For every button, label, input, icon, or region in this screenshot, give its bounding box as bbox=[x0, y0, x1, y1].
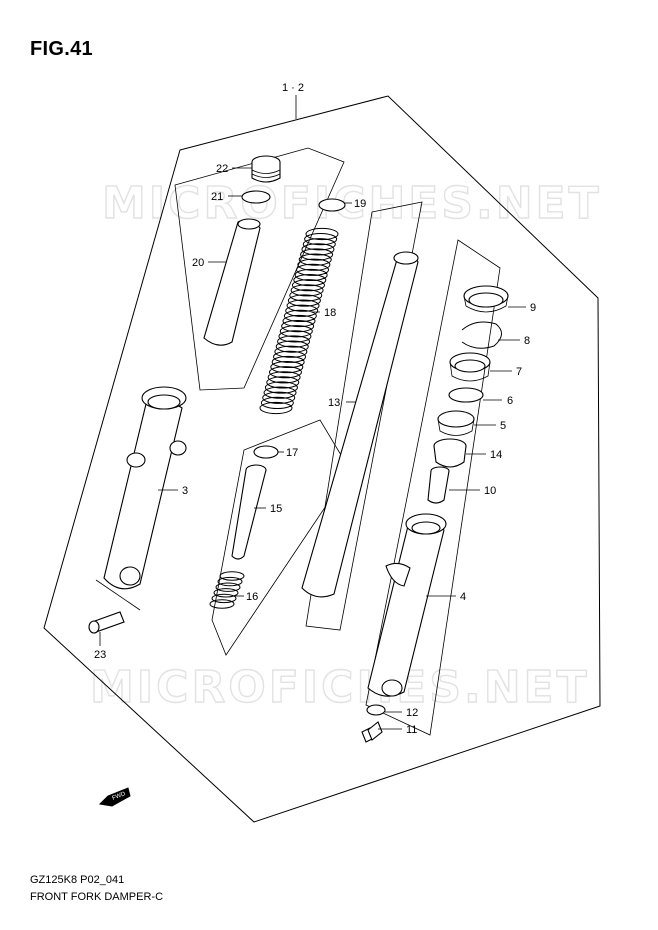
guide-bushing-part bbox=[449, 352, 491, 382]
callout-18: 18 bbox=[324, 307, 336, 319]
cap-bolt-part bbox=[251, 155, 281, 183]
gasket-part bbox=[366, 704, 386, 716]
figure-title: FIG.41 bbox=[30, 38, 93, 60]
damper-rod-part bbox=[231, 464, 267, 560]
panel-inner-tube bbox=[305, 201, 423, 631]
callout-15: 15 bbox=[270, 503, 282, 515]
washer-part bbox=[448, 387, 484, 403]
callout-22: 22 bbox=[216, 163, 228, 175]
seat-ring-part bbox=[318, 198, 346, 212]
rebound-spring-part bbox=[209, 571, 245, 609]
watermark-top: MICROFICHES.NET bbox=[102, 178, 602, 229]
o-ring-part bbox=[241, 190, 271, 204]
footer-diagram-name: FRONT FORK DAMPER-C bbox=[30, 891, 164, 903]
panel-cap-collar bbox=[174, 147, 345, 391]
callout-17: 17 bbox=[286, 447, 298, 459]
fork-spring-part bbox=[259, 227, 339, 415]
callout-4: 4 bbox=[460, 591, 466, 603]
outer-tube-left-part bbox=[95, 386, 187, 611]
piston-ring-part bbox=[253, 445, 279, 459]
oil-lock-piece-part bbox=[433, 438, 467, 468]
callout-9: 9 bbox=[530, 302, 536, 314]
assembly-outline bbox=[43, 95, 601, 823]
callout-13: 13 bbox=[328, 397, 340, 409]
axle-bolt-part bbox=[88, 611, 125, 634]
circlip-part bbox=[461, 321, 502, 349]
forward-arrow-icon: FWD bbox=[98, 787, 131, 807]
group-label: 1 · 2 bbox=[282, 82, 304, 94]
collar-tube-part bbox=[203, 218, 261, 346]
oil-seal-part bbox=[463, 285, 509, 313]
slide-bushing-part bbox=[437, 410, 475, 436]
panel-outer-tube bbox=[365, 239, 501, 736]
leader-lines bbox=[99, 167, 526, 730]
inner-tube-part bbox=[301, 251, 419, 598]
footer-diagram-code: GZ125K8 P02_041 bbox=[30, 874, 125, 886]
callout-10: 10 bbox=[484, 485, 496, 497]
callout-14: 14 bbox=[490, 449, 502, 461]
callout-20: 20 bbox=[192, 257, 204, 269]
callout-16: 16 bbox=[246, 591, 258, 603]
forward-arrow-label: FWD bbox=[112, 791, 128, 802]
callout-11: 11 bbox=[406, 724, 417, 736]
callout-3: 3 bbox=[182, 485, 188, 497]
damper-sleeve-part bbox=[427, 466, 450, 504]
callout-6: 6 bbox=[507, 395, 513, 407]
callout-7: 7 bbox=[516, 366, 522, 378]
callout-8: 8 bbox=[524, 335, 530, 347]
callout-23: 23 bbox=[94, 649, 106, 661]
callout-12: 12 bbox=[406, 707, 418, 719]
callout-5: 5 bbox=[500, 420, 506, 432]
callout-21: 21 bbox=[211, 191, 223, 203]
watermark-bottom: MICROFICHES.NET bbox=[90, 662, 590, 713]
callout-19: 19 bbox=[354, 198, 366, 210]
damper-bolt-part bbox=[361, 721, 383, 743]
outer-tube-right-part bbox=[367, 513, 447, 697]
